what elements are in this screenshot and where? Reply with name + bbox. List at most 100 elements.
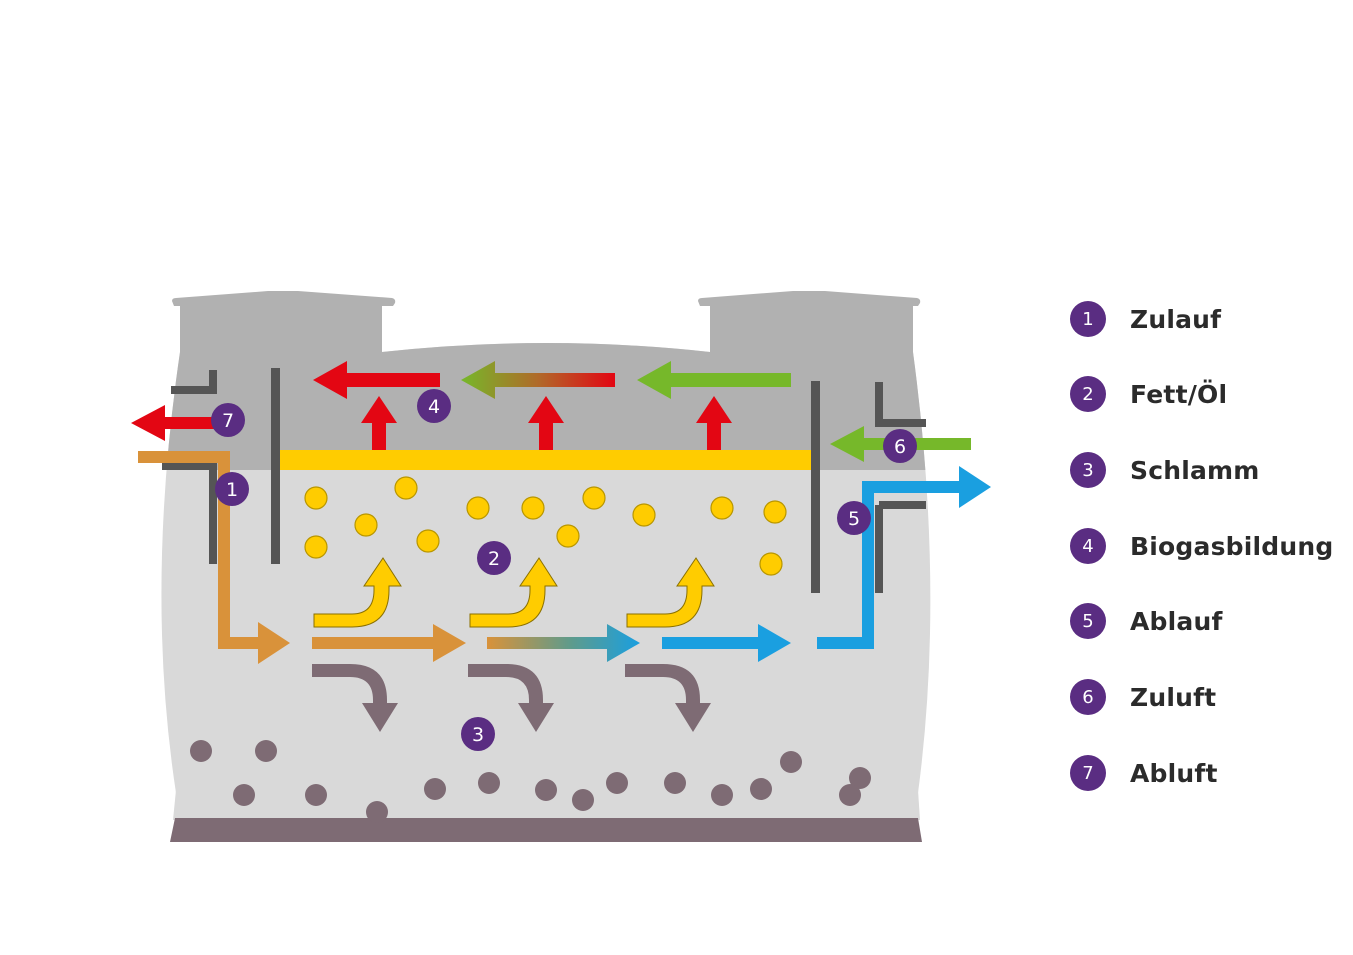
grease-droplet <box>759 552 783 576</box>
marker-number: 6 <box>894 436 906 458</box>
sludge-particle <box>366 801 388 823</box>
sludge-particle <box>750 778 772 800</box>
marker-badge <box>461 717 495 751</box>
sludge-particle <box>711 784 733 806</box>
legend-item-zuluft: 6 Zuluft <box>1070 678 1216 716</box>
grease-droplet <box>466 496 490 520</box>
legend-item-ablauf: 5 Ablauf <box>1070 602 1223 640</box>
grease-droplets <box>304 476 787 576</box>
legend-item-abluft: 7 Abluft <box>1070 754 1218 792</box>
sludge-sink-arrows <box>312 664 711 732</box>
sludge-sink-arrow <box>625 664 711 732</box>
grease-droplet <box>354 513 378 537</box>
sludge-particle <box>606 772 628 794</box>
legend-number: 3 <box>1070 452 1106 488</box>
fresh-air-arrow-top-right <box>637 361 791 399</box>
sludge-particle <box>535 779 557 801</box>
outlet-baffle <box>811 381 820 593</box>
sludge-particle <box>255 740 277 762</box>
left-manhole <box>180 306 382 358</box>
sludge-particle <box>664 772 686 794</box>
sludge-sink-arrow <box>468 664 554 732</box>
sludge-base <box>170 818 922 842</box>
legend-label: Abluft <box>1130 758 1218 788</box>
marker-badge <box>837 501 871 535</box>
marker-number: 7 <box>222 410 234 432</box>
sludge-particle <box>233 784 255 806</box>
grease-rise-arrows <box>313 557 715 628</box>
legend-label: Fett/Öl <box>1130 379 1228 409</box>
inlet-pipe-wall <box>162 462 217 564</box>
legend-number: 1 <box>1070 301 1106 337</box>
grease-droplet <box>416 529 440 553</box>
legend-number: 7 <box>1070 755 1106 791</box>
legend-label: Biogasbildung <box>1130 531 1334 561</box>
marker-4: 4 <box>417 389 451 423</box>
sludge-particle <box>424 778 446 800</box>
walls-and-pipes <box>162 368 926 593</box>
marker-badge <box>215 472 249 506</box>
legend-label: Ablauf <box>1130 606 1223 636</box>
grease-droplet <box>710 496 734 520</box>
legend-label: Schlamm <box>1130 455 1260 485</box>
biogas-rise-arrow <box>361 396 397 450</box>
grease-rise-arrow <box>469 557 558 628</box>
legend-item-biogasbildung: 4 Biogasbildung <box>1070 527 1333 565</box>
marker-number: 3 <box>472 724 484 746</box>
grease-droplet <box>556 524 580 548</box>
gas-arrow-top-middle <box>461 361 615 399</box>
grease-droplet <box>582 486 606 510</box>
grease-droplet <box>394 476 418 500</box>
inlet-baffle <box>271 368 280 564</box>
marker-number: 5 <box>848 508 860 530</box>
legend-number: 5 <box>1070 603 1106 639</box>
left-manhole-cover <box>172 291 396 306</box>
grease-droplet <box>521 496 545 520</box>
grease-droplet <box>304 486 328 510</box>
grease-droplet <box>632 503 656 527</box>
outlet-pipe-wall <box>875 501 926 593</box>
sludge-particles <box>190 740 871 823</box>
biogas-rise-arrow <box>696 396 732 450</box>
sludge-particle <box>305 784 327 806</box>
marker-number: 1 <box>226 479 238 501</box>
sludge-particle <box>780 751 802 773</box>
sludge-particle <box>478 772 500 794</box>
tank-bottom-flare <box>173 790 920 820</box>
legend-label: Zulauf <box>1130 304 1222 334</box>
legend-number: 4 <box>1070 528 1106 564</box>
grease-rise-arrow <box>626 557 715 628</box>
exhaust-air-arrow <box>131 405 229 441</box>
sludge-particle <box>839 784 861 806</box>
sludge-particle <box>849 767 871 789</box>
right-manhole-cover <box>698 291 921 306</box>
flow-arrow-3 <box>662 624 791 662</box>
right-manhole <box>710 306 913 358</box>
marker-5: 5 <box>837 501 871 535</box>
sludge-sink-arrow <box>312 664 398 732</box>
sludge-particle <box>572 789 594 811</box>
marker-6: 6 <box>883 429 917 463</box>
grease-droplet <box>304 535 328 559</box>
biogas-arrow-top-left <box>313 361 440 399</box>
legend-item-fett-oel: 2 Fett/Öl <box>1070 375 1227 413</box>
legend-item-zulauf: 1 Zulauf <box>1070 300 1221 338</box>
marker-7: 7 <box>211 403 245 437</box>
air-inlet-pipe <box>875 382 926 427</box>
biogas-rise-arrow <box>528 396 564 450</box>
marker-2: 2 <box>477 541 511 575</box>
marker-badge <box>417 389 451 423</box>
marker-badge <box>211 403 245 437</box>
water-flow-arrows <box>138 451 991 664</box>
legend-item-schlamm: 3 Schlamm <box>1070 451 1260 489</box>
marker-1: 1 <box>215 472 249 506</box>
marker-3: 3 <box>461 717 495 751</box>
flow-arrow-2 <box>487 624 640 662</box>
legend-label: Zuluft <box>1130 682 1217 712</box>
legend-number: 2 <box>1070 376 1106 412</box>
marker-number: 4 <box>428 396 440 418</box>
inflow-arrow <box>138 451 290 664</box>
flow-arrow-1 <box>312 624 466 662</box>
marker-number: 2 <box>488 548 500 570</box>
